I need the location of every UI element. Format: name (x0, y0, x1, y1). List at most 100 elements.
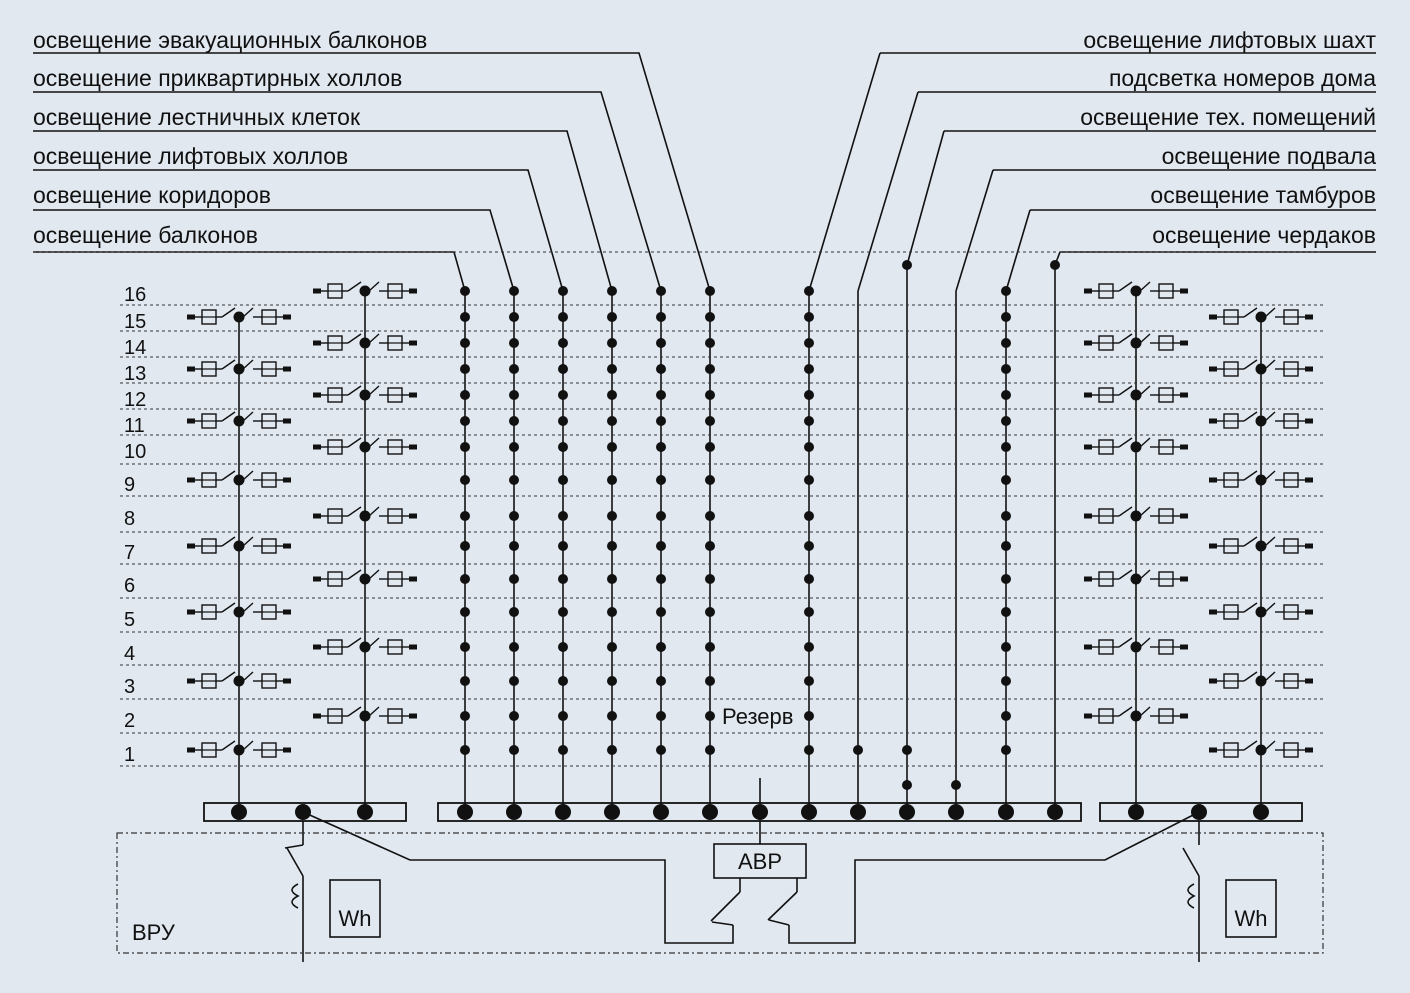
meter-right-label: Wh (1235, 906, 1268, 931)
fixture-symbol (187, 470, 291, 488)
fixture-symbol (187, 307, 291, 325)
fixture-part (1180, 444, 1188, 450)
floor-dot (509, 475, 519, 485)
fixture-symbol (1209, 671, 1313, 689)
fixture-symbol (187, 359, 291, 377)
floor-dot (509, 390, 519, 400)
fixture-part (1139, 569, 1151, 580)
fixture-part (1255, 311, 1267, 323)
fixture-part (359, 441, 371, 453)
meter-left (329, 879, 381, 938)
fixture-part (368, 569, 380, 580)
fixture-part (368, 506, 380, 517)
label-attic-lighting: освещение чердаков (1152, 222, 1376, 248)
fixture-part (233, 474, 245, 486)
floor-dot (705, 286, 715, 296)
bus-dot (555, 804, 571, 820)
current-transformer (291, 883, 300, 909)
fixture-part (1209, 609, 1217, 615)
fixture-part (283, 747, 291, 753)
fixture-part (187, 314, 195, 320)
input-switch (284, 844, 304, 849)
floor-dot (656, 390, 666, 400)
label-elevator-shaft-lighting: освещение лифтовых шахт (1083, 27, 1376, 53)
fixture-part (1130, 389, 1142, 401)
label-stairwell-lighting: освещение лестничных клеток (33, 104, 361, 130)
floor-dot (705, 364, 715, 374)
fixture-symbol (1209, 536, 1313, 554)
floor-dot (460, 745, 470, 755)
fixture-part (313, 288, 321, 294)
floor-dot (1001, 475, 1011, 485)
fixture-part (1180, 513, 1188, 519)
fixture-part (1264, 602, 1276, 613)
floor-dot (1001, 745, 1011, 755)
fixture-part (368, 333, 380, 344)
fixture-part (221, 470, 236, 481)
floor-dot (705, 541, 715, 551)
fixture-symbol (313, 506, 417, 524)
bus-dot (231, 804, 247, 820)
fixture-part (1305, 314, 1313, 320)
floor-dot (656, 574, 666, 584)
floor-dot (607, 416, 617, 426)
floor-dot (460, 511, 470, 521)
floor-dot (558, 676, 568, 686)
fixture-part (1139, 385, 1151, 396)
feeder-right (788, 811, 1200, 944)
floor-dot (804, 745, 814, 755)
switch-blade-left (710, 891, 741, 922)
switch-blade-right (767, 891, 798, 921)
fixture-part (187, 609, 195, 615)
floor-dot (460, 475, 470, 485)
floor-dot (705, 607, 715, 617)
fixture-groups (187, 281, 1313, 758)
floor-dot (460, 607, 470, 617)
fixture-part (368, 437, 380, 448)
floor-dot (656, 338, 666, 348)
fixture-part (187, 747, 195, 753)
fixture-symbol (187, 411, 291, 429)
fixture-part (1243, 602, 1258, 613)
fixture-part (1130, 510, 1142, 522)
bus-dot (604, 804, 620, 820)
floor-dot (656, 286, 666, 296)
fixture-part (313, 340, 321, 346)
label-evac-balcony-lighting: освещение эвакуационных балконов (33, 27, 427, 53)
bus-dot (998, 804, 1014, 820)
floor-dot (902, 780, 912, 790)
fixture-part (347, 437, 362, 448)
bus-dot (899, 804, 915, 820)
fixture-part (1130, 710, 1142, 722)
floor-dot (558, 607, 568, 617)
fixture-symbol (1084, 385, 1188, 403)
leader-line (443, 52, 711, 292)
floor-dot (804, 442, 814, 452)
fixture-part (1084, 644, 1092, 650)
fixture-part (1305, 678, 1313, 684)
floor-dot (509, 364, 519, 374)
fixture-part (221, 740, 236, 751)
bus-dot (653, 804, 669, 820)
floor-label-16: 16 (124, 284, 146, 306)
bus-dot (1128, 804, 1144, 820)
fixture-part (1180, 340, 1188, 346)
floor-dot (804, 607, 814, 617)
fixture-part (1139, 437, 1151, 448)
floor-dot (804, 676, 814, 686)
fixture-part (1118, 333, 1133, 344)
busbar-center (437, 802, 1082, 822)
floor-dot (1001, 416, 1011, 426)
floor-label-11: 11 (124, 415, 145, 437)
floor-dot (705, 338, 715, 348)
fixture-part (1243, 411, 1258, 422)
fixture-symbol (313, 281, 417, 299)
fixture-symbol (1084, 437, 1188, 455)
floor-dot (656, 711, 666, 721)
fixture-part (1130, 641, 1142, 653)
fixture-part (221, 411, 236, 422)
fixture-part (221, 671, 236, 682)
floor-dot (558, 475, 568, 485)
fixture-part (1209, 418, 1217, 424)
